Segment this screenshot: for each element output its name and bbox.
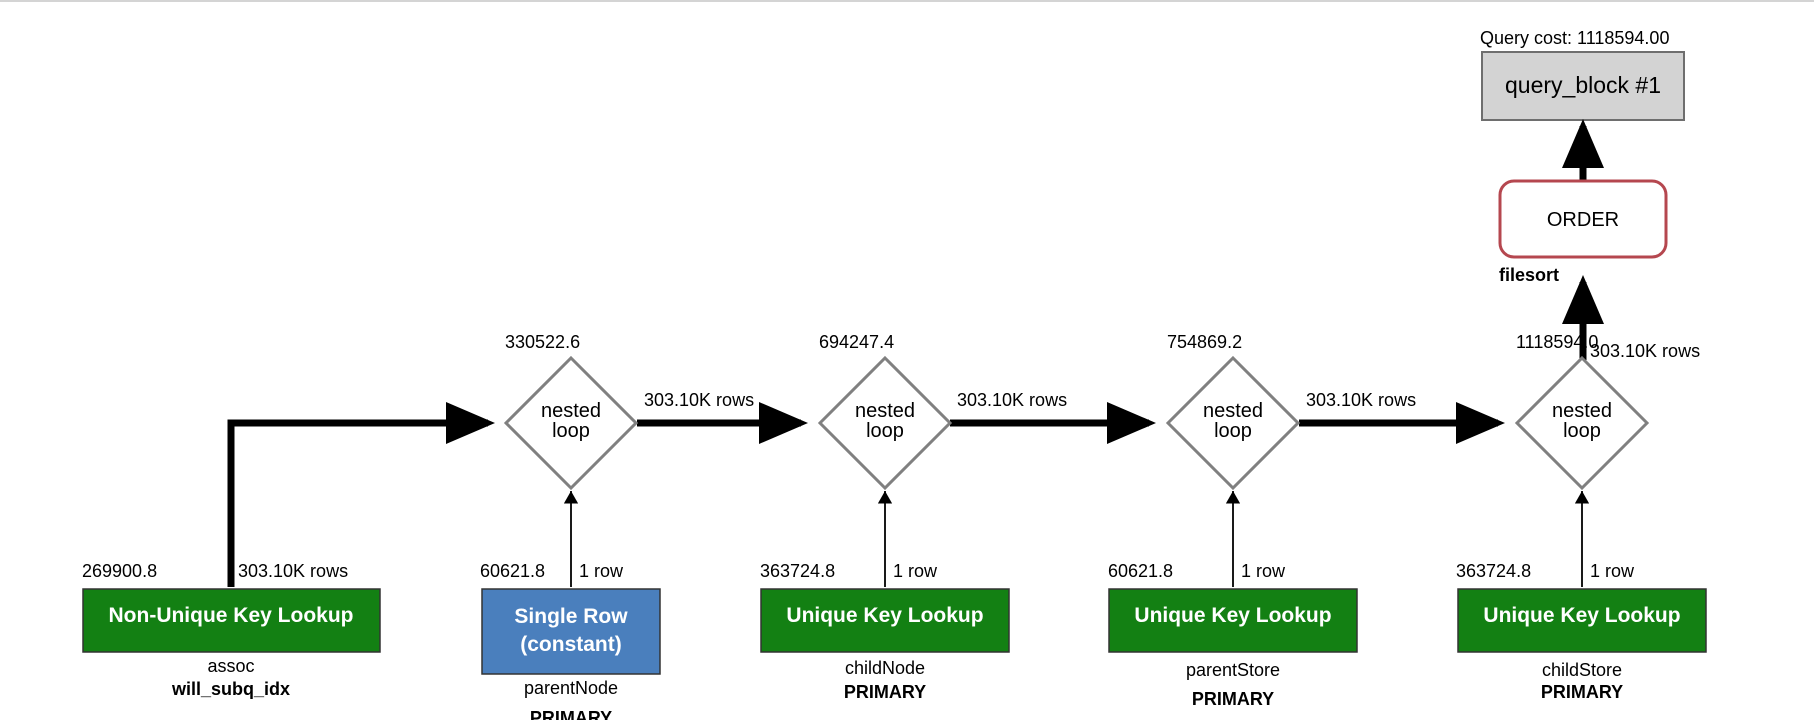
edge-assoc-to-loop1 [227, 402, 495, 587]
table-2-key: PRIMARY [530, 708, 612, 720]
table-1-access-label: Non-Unique Key Lookup [109, 604, 354, 627]
table-4-key: PRIMARY [1192, 689, 1274, 709]
order-filesort-note: filesort [1499, 265, 1559, 285]
nested-loop-1-rows: 303.10K rows [644, 390, 754, 410]
table-1-rows: 303.10K rows [238, 561, 348, 581]
table-4-name: parentStore [1186, 660, 1280, 680]
nested-loop-1-label-line2: loop [552, 420, 590, 442]
nested-loop-4-cost: 1118594.0 [1516, 332, 1598, 352]
order-label: ORDER [1547, 209, 1619, 231]
table-4-rows: 1 row [1241, 561, 1286, 581]
nested-loop-1[interactable]: nested loop [503, 355, 639, 491]
table-3-key: PRIMARY [844, 682, 926, 702]
query-block-node[interactable]: query_block #1 [1481, 51, 1685, 121]
query-block-label: query_block #1 [1505, 72, 1661, 98]
nested-loop-2-label-line1: nested [855, 400, 915, 422]
nested-loop-3[interactable]: nested loop [1165, 355, 1301, 491]
table-3-name: childNode [845, 658, 925, 678]
nested-loop-2-label-line2: loop [866, 420, 904, 442]
order-node[interactable]: ORDER [1498, 179, 1668, 259]
table-2-name: parentNode [524, 678, 618, 698]
nested-loop-1-cost: 330522.6 [505, 332, 580, 352]
table-2-cost: 60621.8 [480, 561, 545, 581]
table-5-name: childStore [1542, 660, 1622, 680]
table-1-name: assoc [207, 656, 254, 676]
table-4-access-box[interactable]: Unique Key Lookup [1108, 588, 1358, 653]
nested-loop-4-rows: 303.10K rows [1590, 341, 1700, 361]
nested-loop-3-cost: 754869.2 [1167, 332, 1242, 352]
table-5-access-label: Unique Key Lookup [1483, 604, 1680, 627]
nested-loop-1-label-line1: nested [541, 400, 601, 422]
nested-loop-3-rows: 303.10K rows [1306, 390, 1416, 410]
table-2-access-label-line1: Single Row [514, 605, 628, 628]
table-3-access-label: Unique Key Lookup [786, 604, 983, 627]
table-2-access-label-line2: (constant) [520, 633, 622, 656]
table-4-access-label: Unique Key Lookup [1134, 604, 1331, 627]
table-3-access-box[interactable]: Unique Key Lookup [760, 588, 1010, 653]
window-top-border [0, 0, 1814, 2]
table-5-key: PRIMARY [1541, 682, 1623, 702]
nested-loop-2[interactable]: nested loop [817, 355, 953, 491]
nested-loop-3-label-line2: loop [1214, 420, 1252, 442]
nested-loop-2-cost: 694247.4 [819, 332, 894, 352]
table-5-cost: 363724.8 [1456, 561, 1531, 581]
table-5-rows: 1 row [1590, 561, 1635, 581]
table-3-rows: 1 row [893, 561, 938, 581]
nested-loop-2-rows: 303.10K rows [957, 390, 1067, 410]
table-1-key: will_subq_idx [171, 679, 290, 699]
nested-loop-3-label-line1: nested [1203, 400, 1263, 422]
table-5-access-box[interactable]: Unique Key Lookup [1457, 588, 1707, 653]
nested-loop-4-label-line2: loop [1563, 420, 1601, 442]
nested-loop-4[interactable]: nested loop [1514, 355, 1650, 491]
table-2-access-box[interactable]: Single Row (constant) [481, 588, 661, 675]
nested-loop-4-label-line1: nested [1552, 400, 1612, 422]
table-3-cost: 363724.8 [760, 561, 835, 581]
table-1-access-box[interactable]: Non-Unique Key Lookup [82, 588, 381, 653]
table-1-cost: 269900.8 [82, 561, 157, 581]
table-2-rows: 1 row [579, 561, 624, 581]
table-4-cost: 60621.8 [1108, 561, 1173, 581]
query-cost-label: Query cost: 1118594.00 [1480, 28, 1669, 48]
